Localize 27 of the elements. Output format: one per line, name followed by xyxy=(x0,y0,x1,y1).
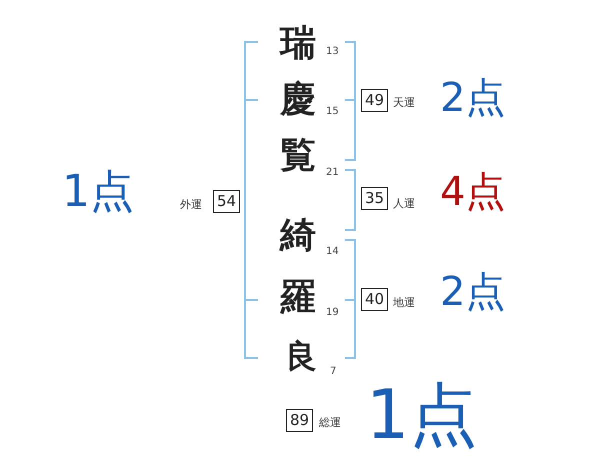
score-text: 2点 xyxy=(440,78,506,118)
number-box: 89 xyxy=(286,409,314,432)
name-character: 綺 xyxy=(280,218,316,254)
score-text: 4点 xyxy=(440,172,506,212)
stroke-count: 21 xyxy=(326,168,339,178)
stroke-count: 14 xyxy=(326,247,339,257)
fortune-label: 天運 xyxy=(393,97,415,108)
name-character: 慶 xyxy=(280,82,316,118)
fortune-label: 地運 xyxy=(393,297,415,308)
stroke-count: 19 xyxy=(326,308,339,318)
score-text: 2点 xyxy=(440,272,506,312)
name-character: 瑞 xyxy=(280,26,316,62)
score-text: 1点 xyxy=(366,382,478,450)
stroke-count: 15 xyxy=(326,107,339,117)
stroke-count: 13 xyxy=(326,47,339,57)
fortune-label: 総運 xyxy=(319,417,341,428)
number-box: 49 xyxy=(361,89,388,112)
number-box: 40 xyxy=(361,288,388,311)
number-box: 35 xyxy=(361,187,388,210)
name-character: 良 xyxy=(285,340,317,372)
number-box: 54 xyxy=(213,190,240,213)
name-character: 覧 xyxy=(280,138,316,174)
name-character: 羅 xyxy=(280,280,316,316)
score-text: 1点 xyxy=(62,170,134,214)
stroke-count: 7 xyxy=(330,367,336,377)
fortune-label: 外運 xyxy=(180,199,202,210)
fortune-label: 人運 xyxy=(393,198,415,209)
